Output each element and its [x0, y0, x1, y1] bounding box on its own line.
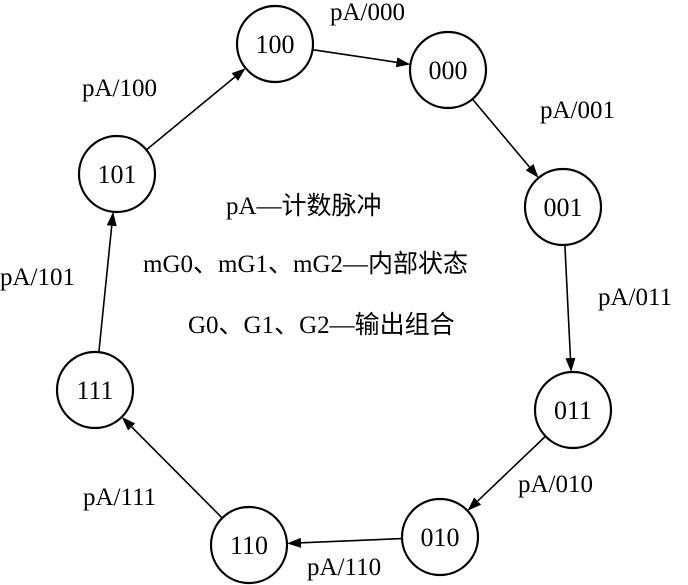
- arrow-head-icon: [231, 68, 246, 81]
- transition-line-1: [471, 98, 531, 168]
- arrow-head-icon: [525, 163, 539, 178]
- transition-label: pA/101: [0, 264, 75, 291]
- state-111: 111: [55, 350, 135, 430]
- transition-line-3: [477, 435, 547, 502]
- arrow-head-icon: [106, 211, 117, 227]
- state-nodes: 100 000 001 011 010 110 111 101: [55, 4, 613, 585]
- arrow-head-icon: [565, 357, 576, 373]
- state-100: 100: [235, 4, 315, 84]
- legend-line-3: G0、G1、G2—输出组合: [188, 311, 455, 339]
- state-011: 011: [533, 370, 613, 450]
- arrow-head-icon: [467, 497, 482, 511]
- transition-label: pA/100: [82, 75, 157, 102]
- arrow-head-icon: [121, 416, 136, 431]
- transition-label: pA/110: [307, 554, 381, 581]
- arrow-head-icon: [395, 57, 411, 68]
- transition-line-0: [312, 48, 397, 64]
- state-010: 010: [400, 497, 480, 577]
- state-label: 111: [76, 376, 113, 405]
- state-circle: [523, 167, 603, 247]
- transition-label: pA/000: [330, 0, 405, 26]
- arrow-head-icon: [286, 537, 302, 548]
- transition-line-5: [131, 426, 223, 519]
- transition-label: pA/011: [598, 284, 672, 311]
- state-001: 001: [523, 167, 603, 247]
- transition-label: pA/001: [540, 97, 615, 124]
- state-110: 110: [209, 505, 289, 585]
- transition-labels: pA/000 pA/001 pA/011 pA/010 pA/110 pA/111 pA/1…: [0, 0, 672, 581]
- state-circle: [55, 350, 135, 430]
- state-circle: [400, 497, 480, 577]
- state-circle: [408, 30, 488, 110]
- legend-line-1: pA—计数脉冲: [226, 192, 382, 220]
- state-000: 000: [408, 30, 488, 110]
- state-label: 101: [98, 160, 137, 189]
- state-circle: [209, 505, 289, 585]
- legend-line-2: mG0、mG1、mG2—内部状态: [143, 250, 468, 278]
- legend: pA—计数脉冲 mG0、mG1、mG2—内部状态 G0、G1、G2—输出组合: [143, 192, 468, 339]
- transition-line-7: [145, 76, 236, 151]
- state-label: 000: [429, 56, 468, 85]
- state-label: 001: [544, 193, 583, 222]
- state-label: 110: [230, 531, 268, 560]
- state-circle: [235, 4, 315, 84]
- transition-label: pA/010: [518, 471, 593, 498]
- state-label: 011: [554, 396, 592, 425]
- state-label: 100: [256, 30, 295, 59]
- state-circle: [77, 134, 157, 214]
- transition-arrows: [98, 48, 576, 548]
- transition-label: pA/111: [83, 484, 156, 511]
- transition-line-2: [564, 244, 572, 359]
- transition-line-6: [98, 225, 113, 353]
- transition-line-4: [300, 537, 403, 544]
- state-circle: [533, 370, 613, 450]
- state-label: 010: [421, 523, 460, 552]
- state-101: 101: [77, 134, 157, 214]
